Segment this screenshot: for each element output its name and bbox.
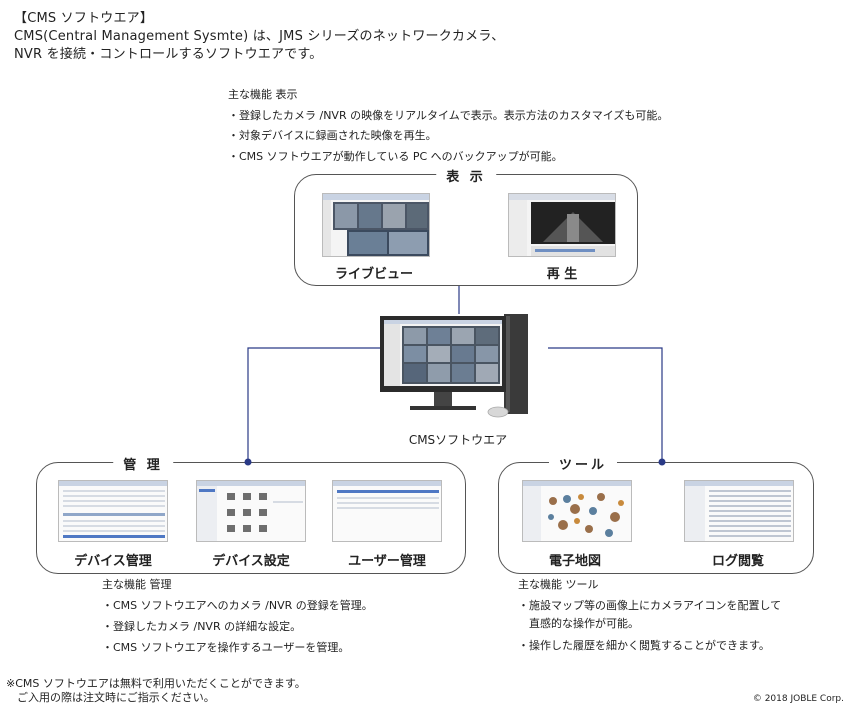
management-desc-item: ・CMS ソフトウエアへのカメラ /NVR の登録を管理。	[102, 599, 373, 612]
management-desc-item: ・登録したカメラ /NVR の詳細な設定。	[102, 620, 302, 633]
management-connector-dot	[244, 458, 252, 466]
tools-connector-dot	[658, 458, 666, 466]
display-desc-item: ・対象デバイスに録画された映像を再生。	[228, 129, 437, 142]
header-description-1: CMS(Central Management Sysmte) は、JMS シリー…	[14, 29, 505, 44]
device-management-label: デバイス管理	[74, 554, 152, 569]
log-view-label: ログ閲覧	[711, 554, 765, 569]
playback-label: 再 生	[546, 267, 578, 282]
tools-desc-item: 直感的な操作が可能。	[518, 617, 639, 630]
management-desc-title: 主な機能 管理	[102, 578, 172, 591]
copyright: © 2018 JOBLE Corp.	[752, 694, 844, 704]
display-desc-item: ・登録したカメラ /NVR の映像をリアルタイムで表示。表示方法のカスタマイズも…	[228, 109, 669, 122]
live-view-thumbnail	[322, 193, 430, 257]
log-view-thumbnail	[684, 480, 794, 542]
footnote-line-2: ご入用の際は注文時にご指示ください。	[6, 691, 215, 704]
cms-software-label: CMSソフトウエア	[408, 433, 508, 447]
device-settings-label: デバイス設定	[212, 554, 290, 569]
user-management-label: ユーザー管理	[348, 554, 426, 569]
live-view-label: ライブビュー	[334, 267, 414, 282]
display-box-title: 表 示	[436, 166, 496, 185]
header-description-2: NVR を接続・コントロールするソフトウエアです。	[14, 47, 323, 62]
tools-desc-item: ・操作した履歴を細かく閲覧することができます。	[518, 639, 770, 652]
e-map-thumbnail	[522, 480, 632, 542]
display-desc-item: ・CMS ソフトウエアが動作している PC へのバックアップが可能。	[228, 150, 563, 163]
header-title: 【CMS ソフトウエア】	[14, 11, 154, 26]
user-management-thumbnail	[332, 480, 442, 542]
management-desc-item: ・CMS ソフトウエアを操作するユーザーを管理。	[102, 641, 350, 654]
e-map-label: 電子地図	[548, 554, 602, 569]
management-box-title: 管 理	[113, 454, 173, 473]
tools-desc-item: ・施設マップ等の画像上にカメラアイコンを配置して	[518, 599, 782, 612]
playback-thumbnail	[508, 193, 616, 257]
footnote-line-1: ※CMS ソフトウエアは無料で利用いただくことができます。	[6, 677, 306, 690]
display-desc-title: 主な機能 表示	[228, 88, 298, 101]
pc-illustration	[380, 312, 550, 428]
device-settings-thumbnail	[196, 480, 306, 542]
tools-box-title: ツール	[548, 454, 618, 473]
tools-desc-title: 主な機能 ツール	[518, 578, 599, 591]
device-management-thumbnail	[58, 480, 168, 542]
